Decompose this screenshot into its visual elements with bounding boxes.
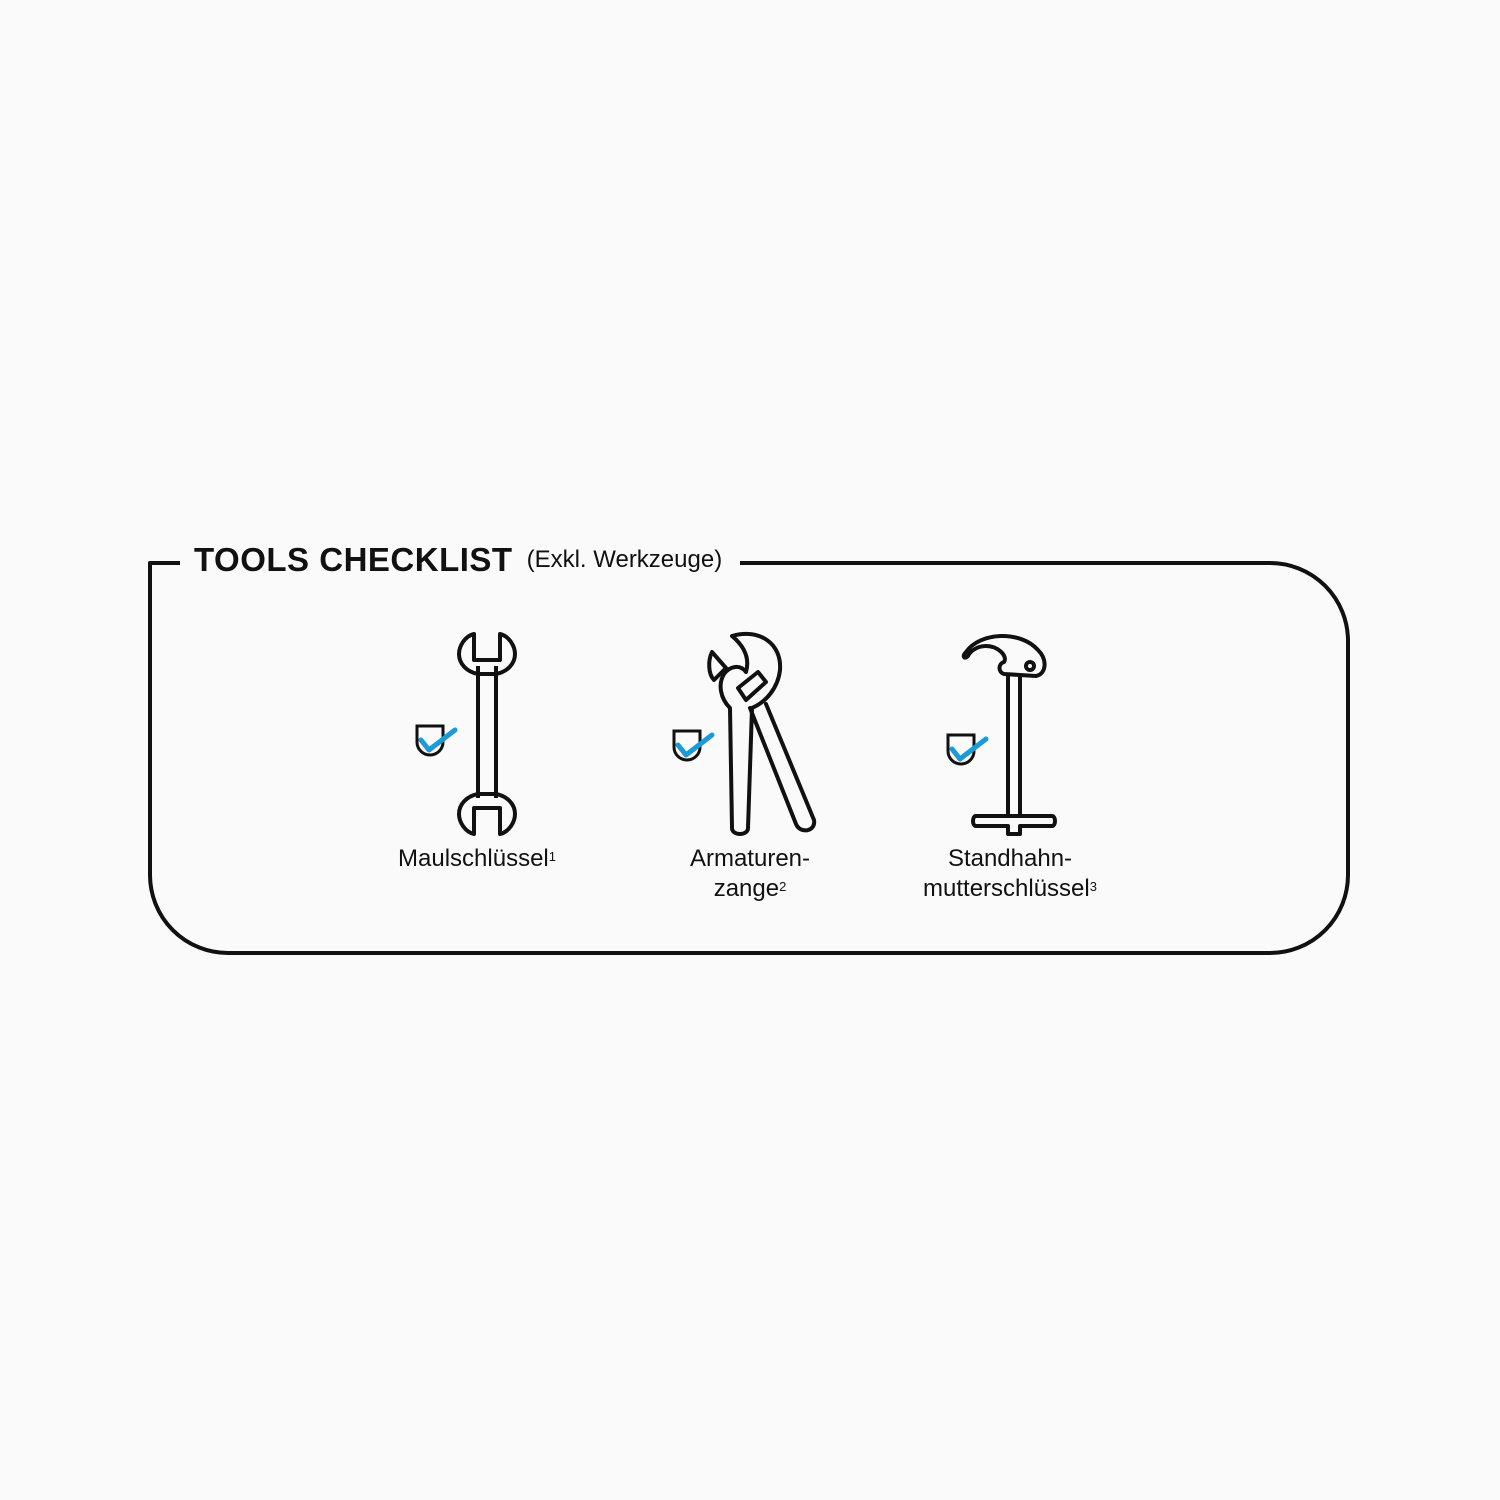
tool-label-wrench: Maulschlüssel1 xyxy=(398,845,556,872)
tool-item-pliers: Armaturen- zange2 xyxy=(620,628,880,904)
footnote-marker: 3 xyxy=(1089,879,1097,894)
open-end-wrench-icon xyxy=(415,632,517,836)
pipe-wrench-pliers-icon xyxy=(672,631,817,836)
check-badge-icon xyxy=(672,729,715,762)
tool-item-wrench: Maulschlüssel1 xyxy=(347,628,607,874)
checklist-title: TOOLS CHECKLIST (Exkl. Werkzeuge) xyxy=(180,534,737,586)
page-title: TOOLS CHECKLIST xyxy=(194,541,513,578)
check-badge-icon xyxy=(946,733,989,766)
footnote-marker: 2 xyxy=(779,879,787,894)
tool-label-hydrant-key: Standhahn- mutterschlüssel3 xyxy=(923,845,1097,902)
hydrant-key-icon xyxy=(946,634,1057,836)
footnote-marker: 1 xyxy=(548,849,556,864)
check-badge-icon xyxy=(415,724,458,757)
tool-label-pliers: Armaturen- zange2 xyxy=(689,845,811,902)
tool-item-hydrant-key: Standhahn- mutterschlüssel3 xyxy=(880,628,1140,904)
page-subtitle: (Exkl. Werkzeuge) xyxy=(526,546,723,573)
